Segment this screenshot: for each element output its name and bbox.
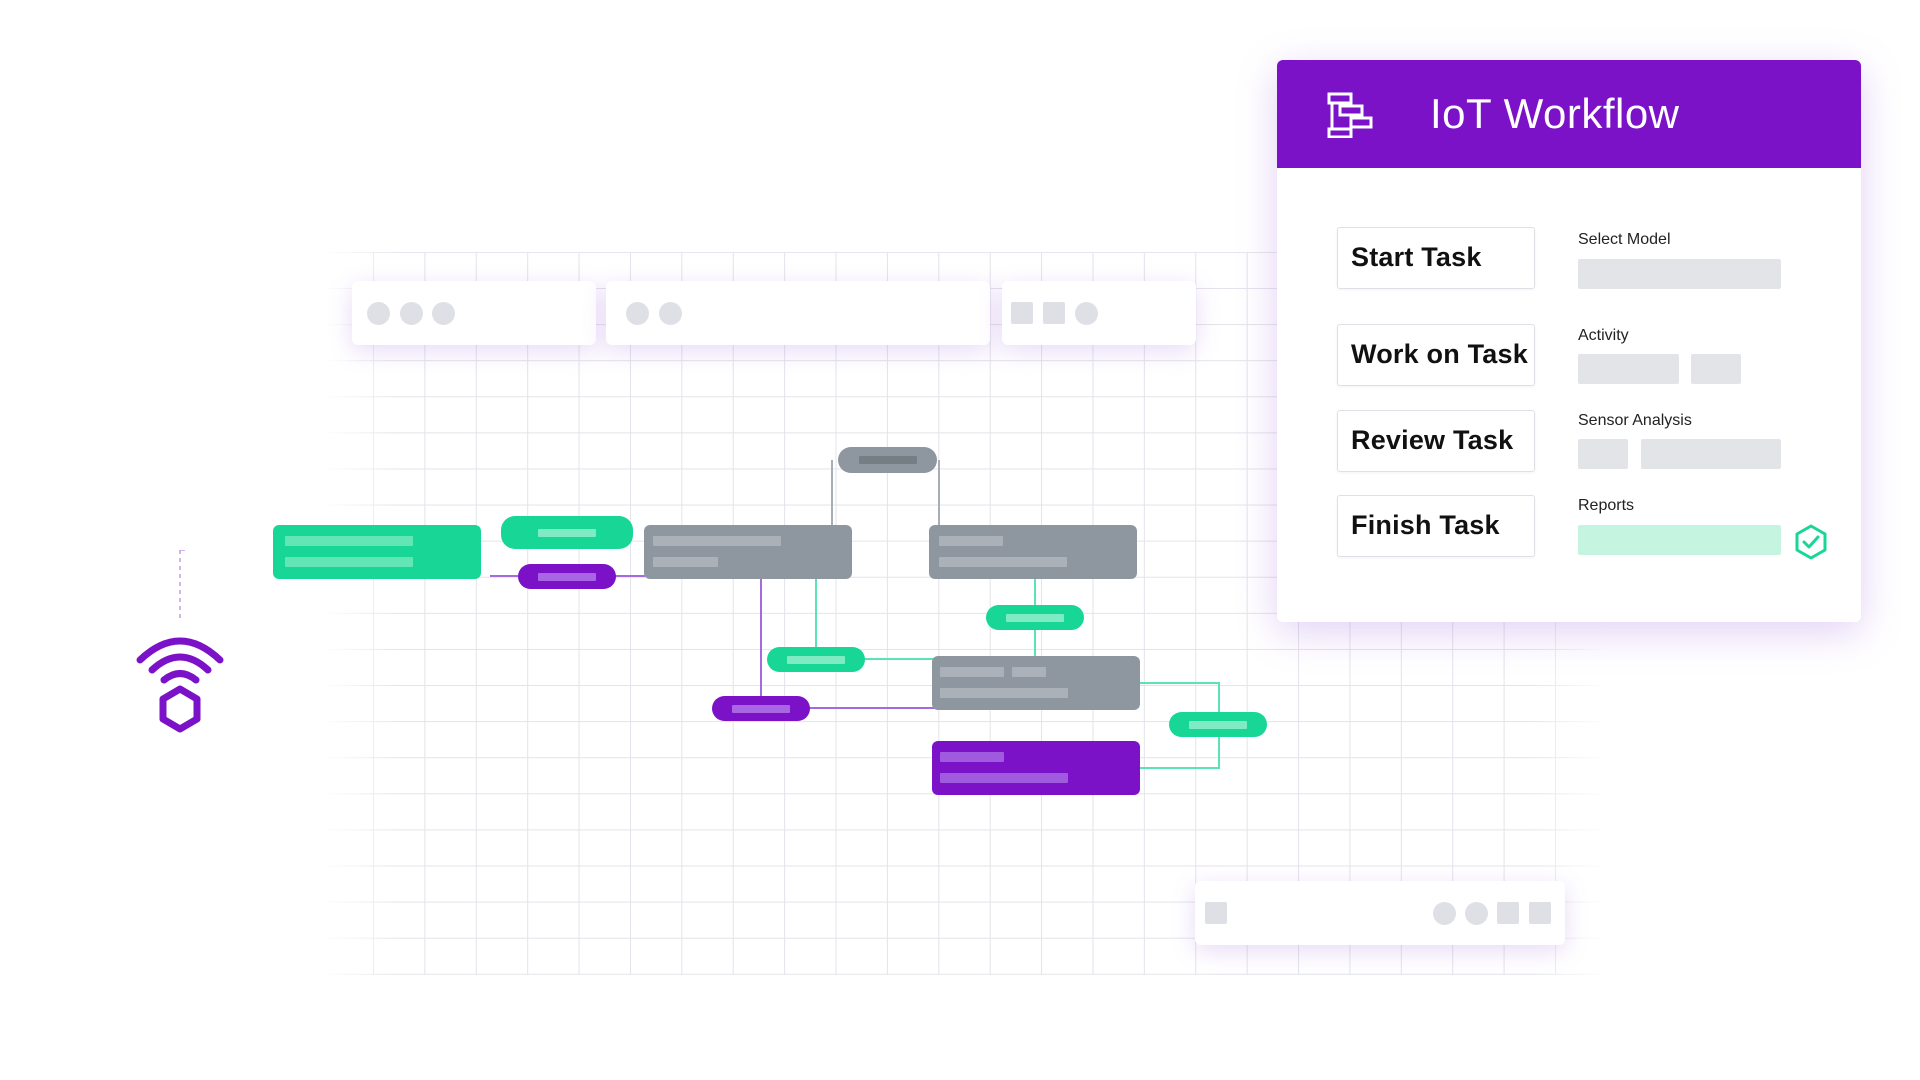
workflow-node[interactable] xyxy=(932,656,1140,710)
reports-field[interactable] xyxy=(1578,525,1781,555)
node-text-placeholder xyxy=(940,688,1068,698)
select-model-field[interactable] xyxy=(1578,259,1781,289)
toolbar-dot-icon[interactable] xyxy=(1433,902,1456,925)
node-text-placeholder xyxy=(653,536,781,546)
workflow-edge-label[interactable] xyxy=(501,516,633,549)
field-label-activity: Activity xyxy=(1578,327,1629,344)
toolbar-dot-icon[interactable] xyxy=(1465,902,1488,925)
field-label-sensor-analysis: Sensor Analysis xyxy=(1578,412,1692,429)
workflow-edge-label[interactable] xyxy=(1169,712,1267,737)
task-label: Start Task xyxy=(1351,242,1482,272)
node-text-placeholder xyxy=(939,536,1003,546)
node-text-placeholder xyxy=(940,752,1004,762)
pill-text-placeholder xyxy=(538,572,596,581)
toolbar-square-icon[interactable] xyxy=(1497,902,1519,924)
activity-field[interactable] xyxy=(1578,354,1679,384)
field-label-select-model: Select Model xyxy=(1578,231,1671,248)
connector-line xyxy=(938,460,940,526)
pill-text-placeholder xyxy=(858,456,917,464)
toolbar-square-icon[interactable] xyxy=(1205,902,1227,924)
canvas-toolbar-center xyxy=(606,281,990,345)
node-text-placeholder xyxy=(940,773,1068,783)
workflow-node[interactable] xyxy=(644,525,852,579)
sensor-analysis-field-short[interactable] xyxy=(1578,439,1628,469)
toolbar-square-icon[interactable] xyxy=(1043,302,1065,324)
workflow-edge-label[interactable] xyxy=(518,564,616,589)
activity-field-secondary[interactable] xyxy=(1691,354,1741,384)
toolbar-dot-icon[interactable] xyxy=(659,302,682,325)
sensor-analysis-field[interactable] xyxy=(1641,439,1781,469)
workflow-edge-label[interactable] xyxy=(986,605,1084,630)
workflow-edge-label[interactable] xyxy=(838,447,937,473)
workflow-icon xyxy=(1327,92,1373,138)
canvas-toolbar-bottom xyxy=(1195,881,1565,945)
connector-line xyxy=(808,707,936,709)
check-shield-icon xyxy=(1795,524,1827,560)
connector-line xyxy=(760,578,762,708)
task-label: Review Task xyxy=(1351,425,1514,455)
toolbar-dot-icon[interactable] xyxy=(1075,302,1098,325)
toolbar-square-icon[interactable] xyxy=(1529,902,1551,924)
pill-text-placeholder xyxy=(538,528,596,537)
pill-text-placeholder xyxy=(787,655,845,664)
panel-title: IoT Workflow xyxy=(1430,90,1680,137)
node-text-placeholder xyxy=(939,557,1067,567)
toolbar-dot-icon[interactable] xyxy=(626,302,649,325)
node-text-placeholder xyxy=(940,667,1004,677)
workflow-node[interactable] xyxy=(929,525,1137,579)
connector-line xyxy=(815,578,817,658)
iot-workflow-panel: IoT Workflow Start Task Work on Task Rev… xyxy=(1277,60,1861,622)
task-label: Work on Task xyxy=(1351,339,1528,369)
field-label-reports: Reports xyxy=(1578,497,1635,514)
task-review-button[interactable]: Review Task xyxy=(1337,410,1535,472)
task-start-button[interactable]: Start Task xyxy=(1337,227,1535,289)
toolbar-dot-icon[interactable] xyxy=(367,302,390,325)
task-label: Finish Task xyxy=(1351,510,1500,540)
node-text-placeholder xyxy=(285,536,413,546)
pill-text-placeholder xyxy=(1189,720,1247,729)
task-work-button[interactable]: Work on Task xyxy=(1337,324,1535,386)
workflow-node[interactable] xyxy=(273,525,481,579)
connector-line xyxy=(1140,767,1220,769)
canvas-toolbar-right xyxy=(1002,281,1196,345)
canvas-toolbar-left xyxy=(352,281,596,345)
iot-device-signal-icon xyxy=(136,550,224,733)
connector-line xyxy=(831,460,833,526)
connector-line xyxy=(864,658,936,660)
workflow-node[interactable] xyxy=(932,741,1140,795)
toolbar-square-icon[interactable] xyxy=(1011,302,1033,324)
node-text-placeholder xyxy=(1012,667,1046,677)
pill-text-placeholder xyxy=(1006,613,1064,622)
node-text-placeholder xyxy=(653,557,718,567)
toolbar-dot-icon[interactable] xyxy=(432,302,455,325)
workflow-edge-label[interactable] xyxy=(712,696,810,721)
toolbar-dot-icon[interactable] xyxy=(400,302,423,325)
node-text-placeholder xyxy=(285,557,413,567)
panel-header: IoT Workflow xyxy=(1277,60,1861,168)
pill-text-placeholder xyxy=(732,704,790,713)
connector-line xyxy=(1140,682,1220,684)
task-finish-button[interactable]: Finish Task xyxy=(1337,495,1535,557)
workflow-edge-label[interactable] xyxy=(767,647,865,672)
